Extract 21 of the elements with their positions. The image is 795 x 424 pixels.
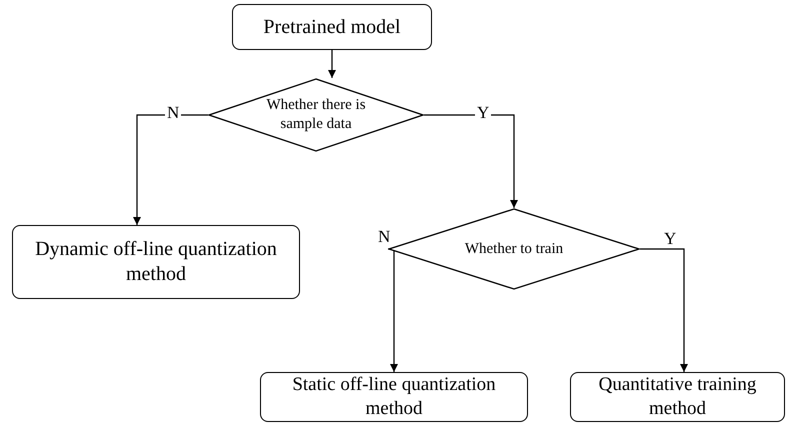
decision-diamond	[208, 78, 424, 152]
edge-label: N	[165, 104, 182, 121]
edge-label: N	[376, 228, 392, 245]
arrow	[133, 114, 208, 225]
node-text: Pretrained model	[263, 14, 401, 40]
process-box	[232, 4, 432, 50]
process-box	[12, 225, 300, 299]
edge-label: Y	[475, 104, 492, 121]
node-text: Quantitative training method	[598, 373, 758, 421]
decision-diamond	[388, 208, 640, 290]
node-text: Whether there is sample data	[265, 96, 367, 134]
arrow	[640, 248, 688, 372]
arrow	[328, 50, 336, 78]
node-text: Static off-line quantization method	[291, 373, 497, 421]
arrow	[388, 248, 398, 372]
node-text: Whether to train	[464, 240, 564, 258]
process-box	[260, 372, 528, 422]
process-box	[570, 372, 785, 422]
node-text: Dynamic off-line quantization method	[34, 237, 278, 287]
edge-label: Y	[662, 230, 678, 247]
arrow	[424, 114, 518, 208]
